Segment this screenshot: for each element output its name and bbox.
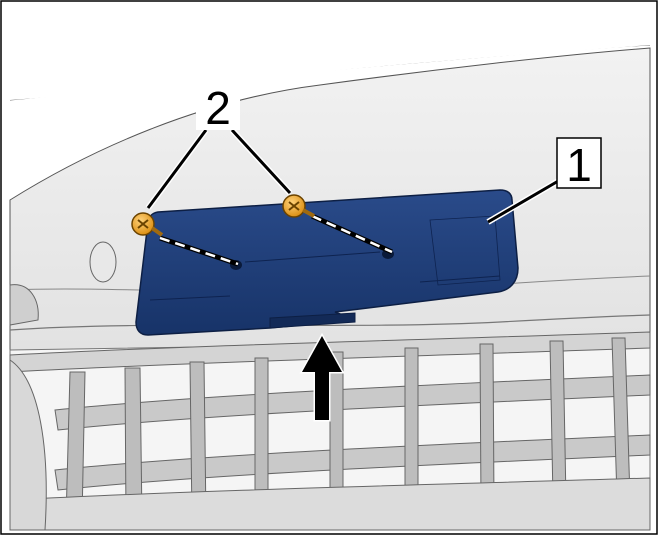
side-recess [9,284,39,326]
callout-2-label: 2 [205,82,231,134]
tow-hook-cover [89,241,117,283]
callout-2-box [196,82,240,130]
leader-2-right [230,128,292,195]
lower-grille [9,331,651,531]
bumper-lower-edge [9,314,651,331]
screw-icon [131,212,164,237]
leader-1 [487,178,561,224]
license-plate-bracket [135,189,519,336]
install-line-right [311,214,393,254]
callout-1-label: 1 [566,139,592,191]
arrow-up-icon [299,332,345,422]
callout-1-box [556,137,602,189]
screw-icon [282,194,315,218]
install-line-left [159,236,239,266]
leader-2-left [146,129,208,209]
